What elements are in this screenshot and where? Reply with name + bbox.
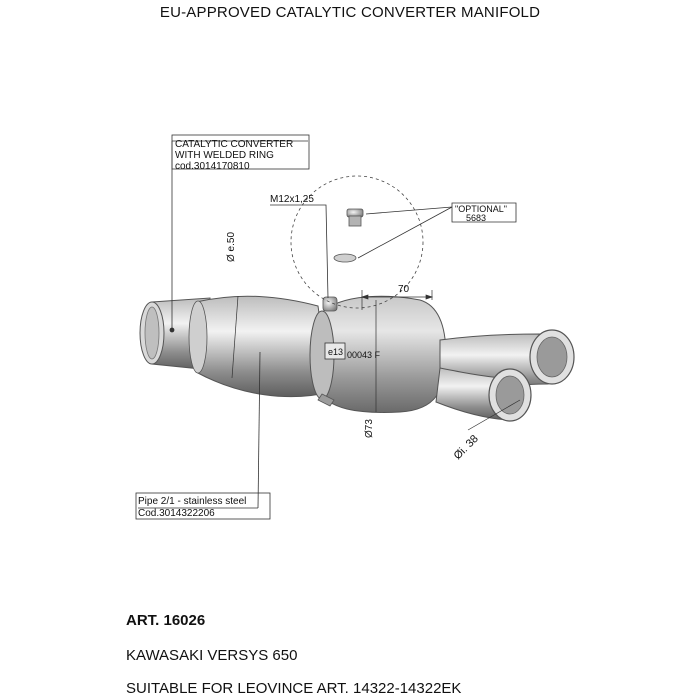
page-title: EU-APPROVED CATALYTIC CONVERTER MANIFOLD: [159, 4, 541, 21]
catalytic-label-line2: WITH WELDED RING: [175, 150, 274, 161]
homologation-marking: e13 00043 F: [324, 342, 381, 360]
dimension-lines: [231, 290, 521, 431]
sensor-boss: [322, 296, 338, 312]
leader-lines: [138, 140, 517, 509]
catalytic-label-box: [171, 134, 310, 170]
vehicle-model: KAWASAKI VERSYS 650: [126, 647, 298, 664]
sealing-washer: [333, 253, 357, 263]
length-dimension: 70: [398, 284, 410, 295]
article-number: ART. 16026: [126, 612, 206, 629]
catalytic-label-code: cod.3014170810: [175, 161, 250, 172]
thread-label: M12x1,25: [270, 194, 314, 205]
mount-bracket: [317, 393, 335, 407]
plug-cap: [346, 208, 364, 227]
optional-code: 5683: [466, 213, 486, 223]
pipe-label: Pipe 2/1 - stainless steel: [138, 496, 246, 507]
approval-logo: e13: [328, 347, 343, 357]
outlet-diameter-dimension: Øi. 38: [452, 433, 481, 462]
outlet-lower: [488, 368, 532, 422]
pipe-code: Cod.3014322206: [138, 508, 215, 519]
optional-label: "OPTIONAL": [455, 204, 507, 214]
approval-code: 00043 F: [347, 350, 381, 360]
body-diameter-dimension: Ø73: [364, 419, 375, 438]
inlet-diameter-dimension: Ø e.50: [226, 232, 237, 262]
outlet-upper: [529, 329, 575, 385]
detail-circle: [290, 175, 424, 309]
compatibility-note: SUITABLE FOR LEOVINCE ART. 14322-14322EK: [126, 680, 462, 697]
pipe-label-box: [135, 492, 271, 520]
catalytic-label-line1: CATALYTIC CONVERTER: [175, 139, 293, 150]
